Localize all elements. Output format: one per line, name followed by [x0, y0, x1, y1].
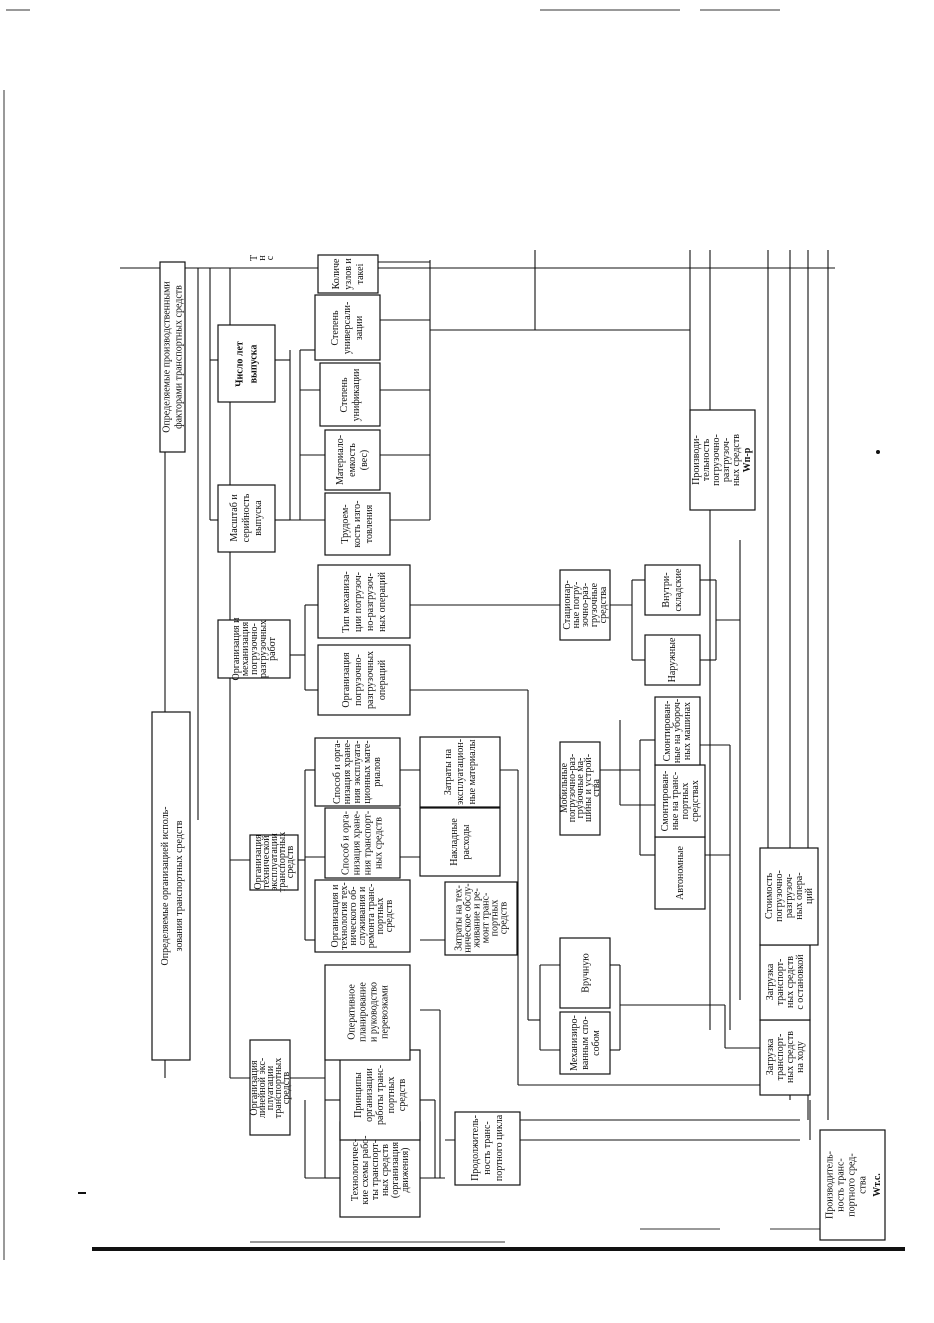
load-on-the-go-box	[759, 1019, 811, 1096]
header-organizational-box	[151, 711, 191, 1061]
principles-box	[339, 1049, 421, 1141]
cost-maintenance-box	[444, 881, 518, 956]
on-vehicles-box	[654, 764, 706, 838]
scale-text: Масштаб исерийностьвыпуска	[229, 493, 264, 542]
linear-operation-text: Организациялинейной экс-плуатациитранспо…	[249, 1058, 292, 1118]
mechanization-type-box	[317, 564, 411, 639]
maintenance-org-box	[314, 879, 411, 953]
technical-operation-text: Организациятехническойэксплуатациитрансп…	[253, 832, 296, 892]
material-intensity-text: Материало-емкость(вес)	[335, 435, 370, 485]
manual-text: Вручную	[581, 953, 592, 993]
material-intensity-box	[324, 429, 381, 491]
cost-materials-box	[419, 736, 501, 808]
indoor-text: Внутри-складские	[661, 568, 684, 611]
storage-vehicles-text: Способ и орга-низация хране-ния транспор…	[341, 811, 385, 875]
planning-box	[324, 964, 411, 1061]
principles-text: Принципыорганизацииработы транс-портныхс…	[353, 1065, 408, 1125]
loading-cost-box	[759, 847, 819, 946]
loading-cost-text: Стоимостьпогрузочно-разгрузоч-ных опера-…	[764, 870, 815, 922]
scale-box	[217, 484, 276, 553]
on-vehicles-text: Смонтирован-ные на транс-портныхсредства…	[660, 771, 701, 832]
header-production-text: Определяемые производственнымифакторами …	[162, 281, 185, 433]
unification-text: Степеньунификации	[339, 368, 362, 421]
cycle-duration-box	[454, 1111, 521, 1186]
mechanized-text: Механизиро-ванным спо-собом	[569, 1015, 602, 1071]
header-organizational-text: Определяемые организацией исполь-зования…	[160, 807, 185, 966]
maintenance-org-text: Организация итехнология тех-нического об…	[330, 882, 395, 949]
universality-box	[314, 294, 381, 361]
cost-materials-text: Затраты наэксплуатацион-ные материалы	[443, 739, 478, 805]
indoor-box	[644, 564, 701, 616]
productivity-loading-symbol: Wп-р	[742, 447, 753, 472]
box-labels: Определяемые организацией исполь-зования…	[160, 255, 883, 1219]
productivity-loading-box	[689, 409, 756, 511]
count-text: Количеузлов итакеі	[331, 258, 366, 290]
outdoor-text: Наружные	[667, 637, 678, 682]
loading-organization-box	[217, 619, 291, 679]
universality-text: Степеньуниверсали-зации	[330, 302, 365, 355]
storage-materials-text: Способ и орга-низация хране-ния эксплуат…	[332, 740, 383, 804]
on-cleaning-machines-box	[654, 696, 701, 766]
storage-vehicles-box	[324, 807, 401, 879]
unification-box	[319, 362, 381, 427]
header-production-box	[159, 261, 186, 453]
mobile-machines-text: Мобильныепогрузочно-раз-грузочные ма-шин…	[559, 754, 602, 822]
loading-ops-org-box	[317, 644, 411, 716]
load-on-the-go-text: Загрузкатранспорт-ных средствна ходу	[765, 1031, 806, 1083]
scan-marks	[3, 9, 905, 1260]
loading-ops-org-text: Организацияпогрузочно-разгрузочныхоперац…	[341, 651, 388, 709]
autonomous-box	[654, 836, 706, 910]
productivity-vehicle-text: Производитель-ность транс-портного сред-…	[825, 1151, 869, 1219]
on-cleaning-machines-text: Смонтирован-ные на убороч-ных машинах	[662, 699, 693, 763]
productivity-vehicle-box	[819, 1129, 886, 1241]
cost-overhead-text: Накладныерасходы	[449, 818, 472, 866]
productivity-loading-text: Производи-тельностьпогрузочно-разгрузоч-…	[691, 434, 742, 486]
labor-intensity-text: Трудоем-кость изго-товления	[340, 501, 375, 548]
stationary-box	[559, 569, 611, 641]
mechanized-box	[559, 1011, 611, 1075]
count-box	[317, 254, 379, 294]
labor-intensity-box	[324, 492, 391, 556]
storage-materials-box	[314, 737, 401, 807]
cost-maintenance-text: Затраты на тех-ническое обслу-живание и …	[454, 883, 510, 952]
loading-organization-text: Организация имеханизацияпогрузочно-разгр…	[231, 617, 278, 681]
years-box	[217, 324, 276, 403]
cost-overhead-box	[419, 807, 501, 877]
linear-operation-box	[249, 1039, 291, 1136]
mechanization-type-text: Тип механиза-ции погрузоч-но-разгрузоч-н…	[341, 571, 388, 632]
tech-schemes-text: Технологичес-кие схемы рабо-ты транспорт…	[350, 1135, 411, 1204]
technical-operation-box	[249, 834, 299, 891]
autonomous-text: Автономные	[675, 845, 686, 899]
load-with-stop-text: Загрузкатранспорт-ных средствс остановко…	[765, 954, 806, 1010]
diagram-boxes	[151, 254, 886, 1241]
stationary-text: Стационар-ные погру-зочно-раз-грузочныес…	[562, 580, 609, 629]
cycle-duration-text: Продолжитель-ность транс-портного цикла	[470, 1114, 505, 1181]
planning-text: Оперативноепланированиеи руководствопере…	[347, 982, 391, 1042]
cut-edge-text: Тнс	[249, 255, 276, 261]
productivity-vehicle-symbol: Wт.с.	[872, 1173, 883, 1197]
manual-box	[559, 937, 611, 1009]
outdoor-box	[644, 634, 701, 686]
mobile-machines-box	[559, 741, 601, 836]
